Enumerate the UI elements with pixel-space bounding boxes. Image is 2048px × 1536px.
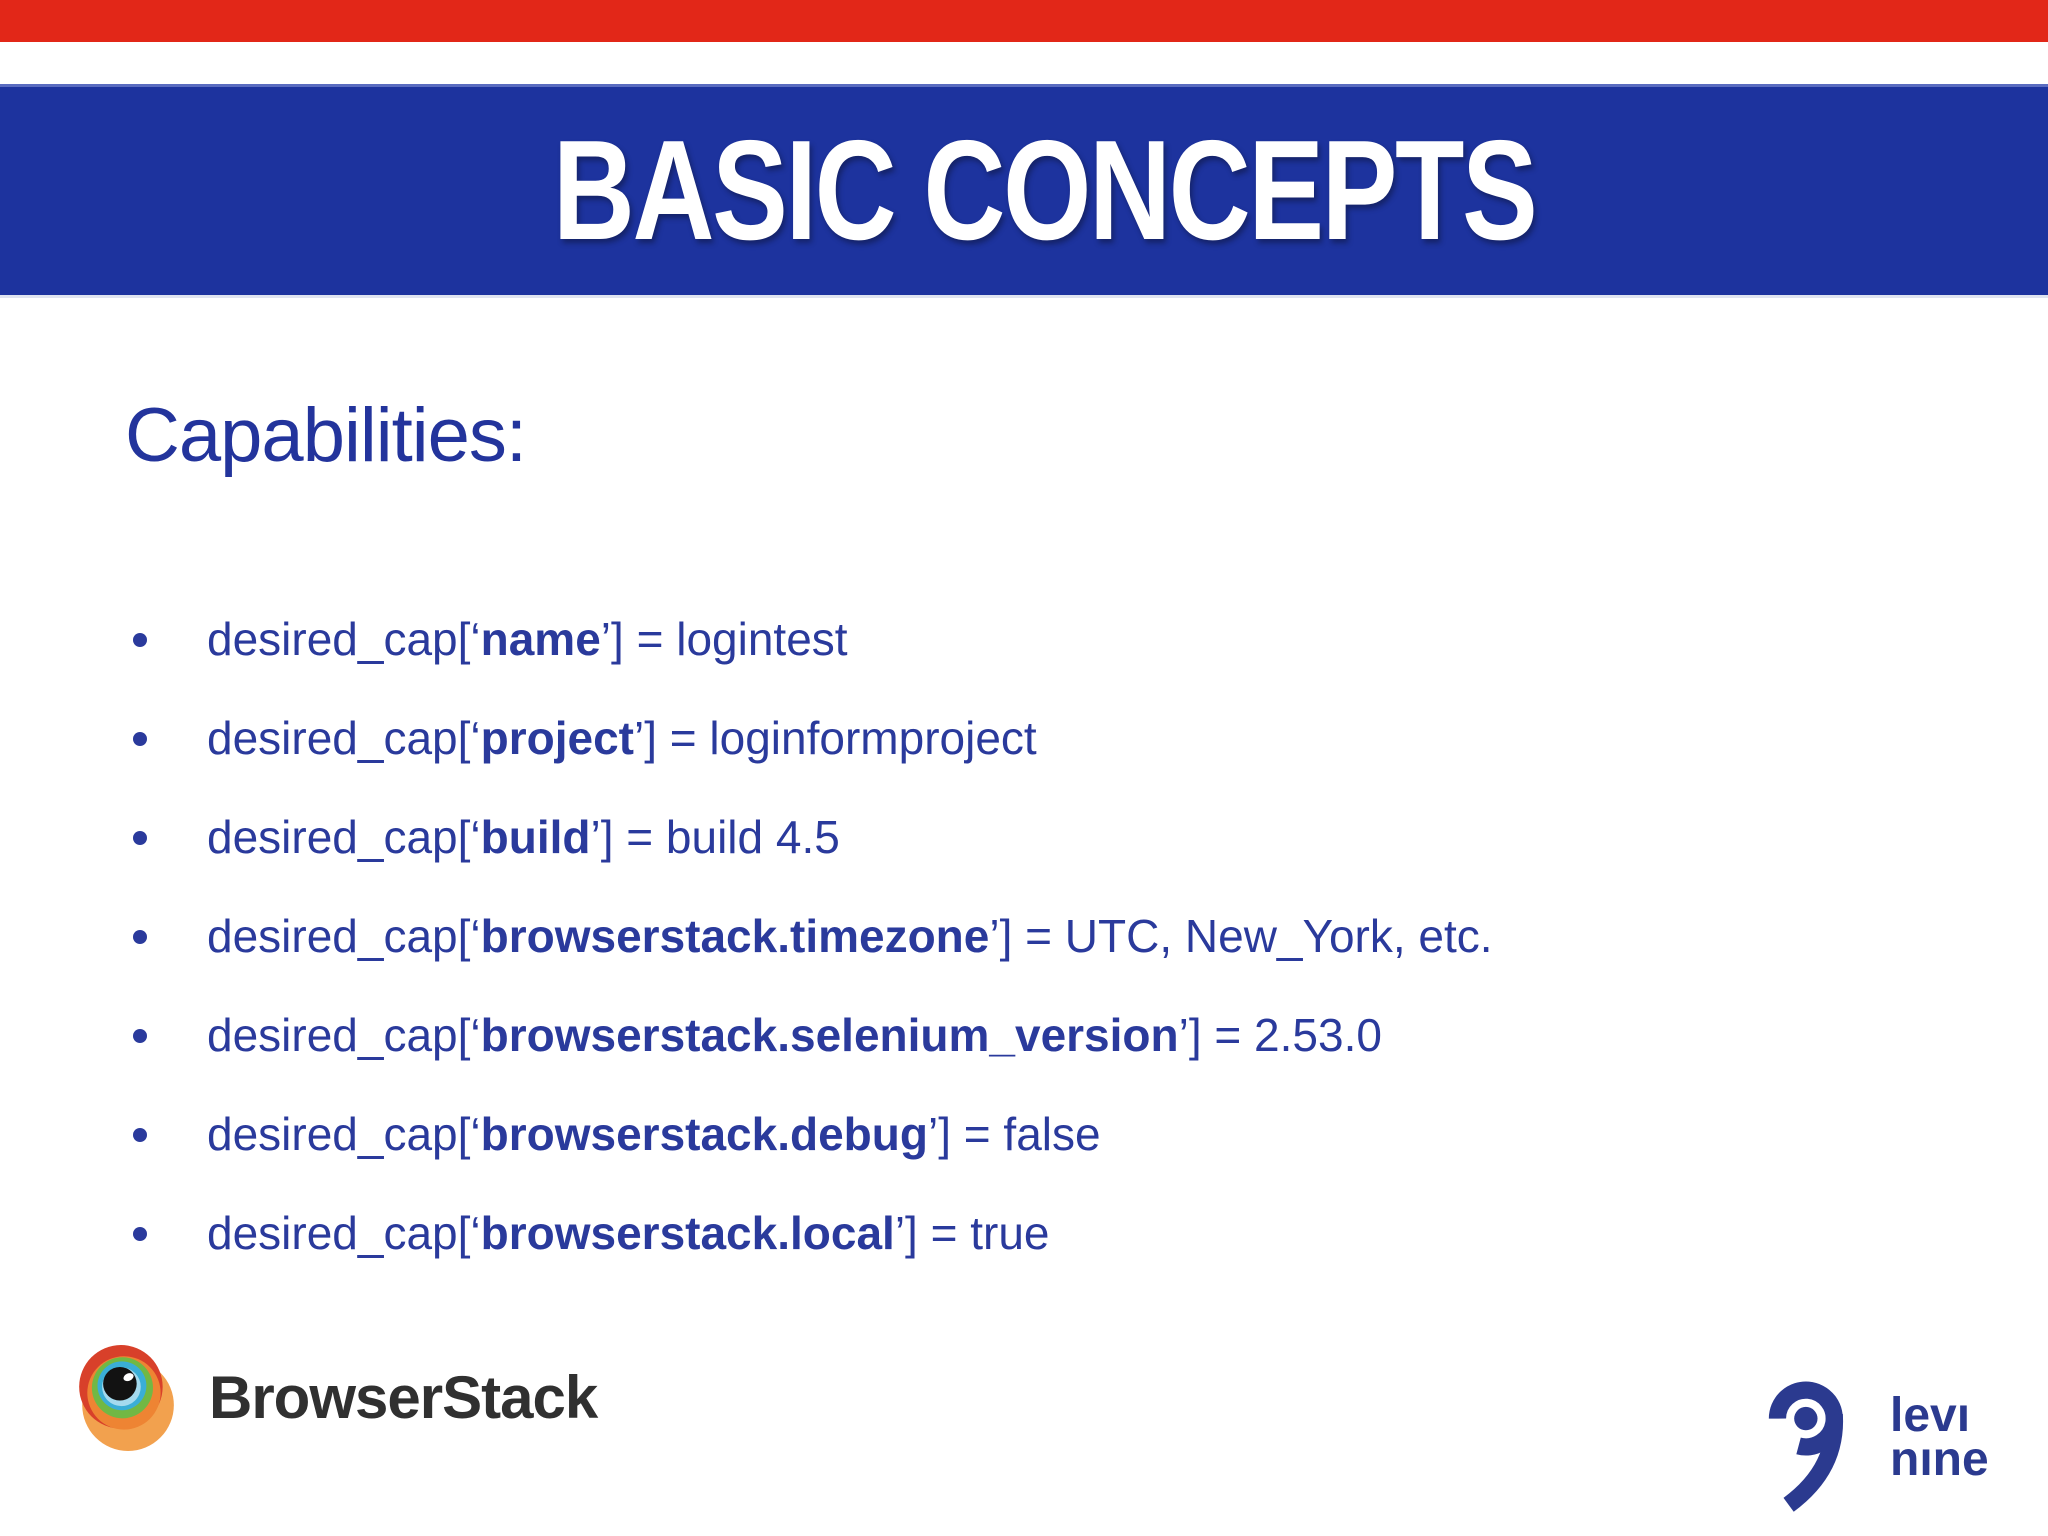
- bullet-key: browserstack.timezone: [480, 910, 990, 962]
- bullet-dot-icon: [133, 1226, 147, 1241]
- bullet-rest: ’] = logintest: [600, 613, 848, 665]
- bullet-key: browserstack.local: [480, 1207, 895, 1259]
- bullet-rest: ’] = 2.53.0: [1178, 1009, 1382, 1061]
- bullet-item: desired_cap[‘browserstack.selenium_versi…: [133, 1008, 1493, 1063]
- bullet-rest: ’] = UTC, New_York, etc.: [989, 910, 1493, 962]
- bullet-dot-icon: [133, 830, 147, 845]
- bullet-dot-icon: [133, 1127, 147, 1142]
- levi9-nine-icon: [1760, 1378, 1872, 1520]
- levi9-wordmark-line2: nıne: [1890, 1433, 1989, 1486]
- bullet-rest: ’] = build 4.5: [590, 811, 840, 863]
- bullet-prefix: desired_cap[‘: [207, 712, 481, 764]
- top-accent-bar: [0, 0, 2048, 42]
- levi9-logo: levı nıne: [1760, 1378, 1989, 1520]
- levi9-wordmark-line1: levı: [1890, 1389, 1971, 1442]
- bullet-key: build: [480, 811, 591, 863]
- bullet-rest: ’] = false: [927, 1108, 1101, 1160]
- bullet-prefix: desired_cap[‘: [207, 1009, 481, 1061]
- bullet-prefix: desired_cap[‘: [207, 613, 481, 665]
- bullet-dot-icon: [133, 731, 147, 746]
- bullet-dot-icon: [133, 929, 147, 944]
- bullet-dot-icon: [133, 632, 147, 647]
- bullet-key: project: [480, 712, 634, 764]
- bullet-prefix: desired_cap[‘: [207, 1207, 481, 1259]
- bullet-item: desired_cap[‘browserstack.debug’] = fals…: [133, 1107, 1493, 1162]
- bullet-rest: ’] = loginformproject: [634, 712, 1037, 764]
- bullet-key: name: [480, 613, 601, 665]
- bullet-prefix: desired_cap[‘: [207, 1108, 481, 1160]
- bullet-key: browserstack.debug: [480, 1108, 928, 1160]
- bullet-item: desired_cap[‘build’] = build 4.5: [133, 810, 1493, 865]
- bullet-key: browserstack.selenium_version: [480, 1009, 1179, 1061]
- slide-title: BASIC CONCEPTS: [552, 111, 1538, 270]
- browserstack-eye-icon: [75, 1342, 177, 1454]
- bullet-prefix: desired_cap[‘: [207, 811, 481, 863]
- browserstack-wordmark: BrowserStack: [209, 1364, 598, 1431]
- bullet-item: desired_cap[‘browserstack.local’] = true: [133, 1206, 1493, 1261]
- capabilities-heading: Capabilities:: [125, 393, 527, 478]
- bullet-item: desired_cap[‘name’] = logintest: [133, 612, 1493, 667]
- bullet-item: desired_cap[‘project’] = loginformprojec…: [133, 711, 1493, 766]
- bullet-item: desired_cap[‘browserstack.timezone’] = U…: [133, 909, 1493, 964]
- bullet-rest: ’] = true: [894, 1207, 1050, 1259]
- title-banner: BASIC CONCEPTS: [0, 84, 2048, 298]
- bullet-prefix: desired_cap[‘: [207, 910, 481, 962]
- browserstack-logo: BrowserStack: [75, 1340, 598, 1455]
- levi9-wordmark: levı nıne: [1890, 1392, 1989, 1484]
- bullet-dot-icon: [133, 1028, 147, 1043]
